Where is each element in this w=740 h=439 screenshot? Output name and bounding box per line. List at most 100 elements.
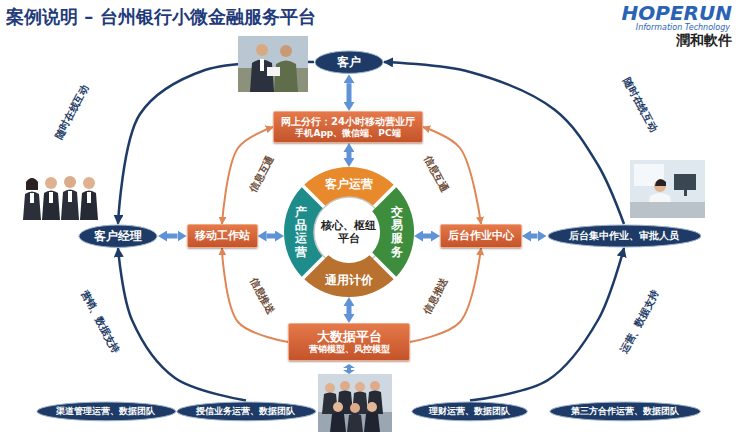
- customer-photo-part: [260, 59, 264, 71]
- connector: [118, 248, 246, 400]
- node-label: 大数据平台: [317, 329, 382, 345]
- segment-label: 通用计价: [325, 273, 373, 287]
- node-label: 理财运营、数据团队: [429, 406, 510, 417]
- node-label: 核心、枢纽平台: [321, 219, 377, 244]
- ring-segment: 通用计价: [303, 254, 395, 297]
- node-label: 营销模型、风控模型: [309, 344, 390, 355]
- node-label: 授信业务运营、数据团队: [196, 406, 295, 417]
- manager-photo-part: [83, 177, 95, 189]
- manager-photo-part: [26, 178, 38, 190]
- connector: [222, 248, 288, 342]
- channel-box: 网上分行：24小时移动营业厅手机App、微信端、PC端: [273, 111, 423, 143]
- team-ellipse: 渠道管理运营、数据团队: [36, 401, 177, 422]
- ellipse-shape: [177, 402, 316, 421]
- team-photo-part: [370, 381, 380, 391]
- logo-text: Information Technology: [636, 23, 730, 32]
- data-arrow: [343, 364, 355, 374]
- customer-photo-part: [256, 44, 268, 56]
- customer-photo: [238, 36, 308, 92]
- segment-label: 交易服务: [391, 206, 403, 259]
- team-photo-part: [364, 413, 380, 433]
- connector-label: 随时在线互动: [52, 82, 93, 142]
- team-photo-part: [340, 381, 350, 391]
- office-photo-part: [684, 190, 687, 196]
- office-photo-part: [630, 160, 705, 218]
- team-ellipse: 授信业务运营、数据团队: [176, 401, 317, 422]
- team-photo-part: [367, 402, 377, 412]
- office-photo-part: [654, 180, 666, 192]
- manager-photo-part: [64, 176, 76, 188]
- data-platform-box: 大数据平台营销模型、风控模型: [288, 323, 410, 361]
- manager-photo-part: [23, 192, 41, 221]
- role-ellipse: 后台集中作业、审批人员: [547, 224, 702, 248]
- connector: [531, 234, 538, 239]
- connector: [167, 234, 178, 239]
- team-photo-part: [318, 412, 392, 432]
- node-label: 移动工作站: [195, 229, 250, 242]
- customer-photo-part: [238, 36, 308, 92]
- connector: [267, 234, 276, 239]
- node-label: 手机App、微信端、PC端: [295, 128, 400, 139]
- node-label: 后台集中作业、审批人员: [569, 230, 679, 242]
- connector: [410, 248, 481, 342]
- team-photo-part: [347, 414, 363, 433]
- connector-label: 营销、数据支持: [77, 288, 122, 356]
- team-photo-part: [330, 413, 346, 433]
- customer-ellipse: 客户: [314, 50, 384, 74]
- circle-shape: [314, 197, 384, 267]
- connector-label: 信息互通: [246, 153, 277, 195]
- page-title: 案例说明 – 台州银行小微金融服务平台: [6, 5, 316, 29]
- connector: [346, 306, 351, 314]
- manager-photo-part: [68, 191, 72, 202]
- connector: [347, 83, 352, 102]
- team-photo-part: [333, 402, 343, 412]
- manager-photo-part: [61, 190, 79, 221]
- office-photo-part: [655, 179, 666, 186]
- ellipse-shape: [37, 402, 176, 421]
- connector-label: 信息互通: [420, 153, 451, 195]
- ellipse-shape: [315, 51, 383, 73]
- logo-text: 潤和軟件: [676, 32, 732, 50]
- ellipse-shape: [548, 225, 701, 247]
- node-label: 渠道管理运营、数据团队: [56, 406, 155, 417]
- node-label: 后台作业中心: [448, 229, 514, 242]
- team-photo-part: [318, 374, 392, 432]
- team-photo-part: [325, 383, 335, 393]
- office-photo: [630, 160, 705, 218]
- manager-photo-part: [30, 193, 34, 203]
- ellipse-shape: [412, 402, 527, 421]
- process-box: 移动工作站: [187, 224, 258, 248]
- connector-label: 信息推送: [246, 275, 277, 317]
- team-ellipse: 理财运营、数据团队: [411, 401, 528, 422]
- role-ellipse: 客户经理: [78, 224, 158, 248]
- customer-photo-part: [274, 61, 298, 93]
- manager-photo-part: [26, 178, 38, 190]
- manager-photo: [23, 176, 98, 220]
- manager-photo-part: [87, 192, 91, 203]
- team-photo-part: [367, 391, 383, 415]
- node-label: 网上分行：24小时移动营业厅: [281, 116, 415, 128]
- office-photo-part: [630, 202, 705, 218]
- node-label: 客户经理: [94, 229, 142, 243]
- connector: [470, 248, 624, 401]
- team-photo-part: [350, 403, 360, 413]
- manager-photo-part: [42, 191, 60, 221]
- team-ellipse: 第三方合作运营、数据团队: [549, 401, 701, 422]
- segment-shape: [372, 187, 414, 276]
- customer-photo-part: [267, 67, 280, 76]
- customer-photo-part: [280, 45, 292, 57]
- connector-label: 运营、数据支持: [617, 288, 662, 356]
- ellipse-shape: [550, 402, 700, 421]
- connector: [423, 234, 431, 239]
- node-label: 第三方合作运营、数据团队: [571, 406, 679, 417]
- connector-label: 随时在线互动: [620, 75, 661, 135]
- manager-photo-part: [45, 177, 57, 189]
- segment-shape: [304, 255, 393, 297]
- connector: [346, 152, 351, 158]
- team-photo: [318, 374, 392, 432]
- connector-label: 信息推送: [420, 275, 451, 317]
- segment-label: 客户运营: [325, 177, 373, 191]
- office-photo-part: [674, 174, 696, 190]
- team-photo-part: [355, 382, 365, 392]
